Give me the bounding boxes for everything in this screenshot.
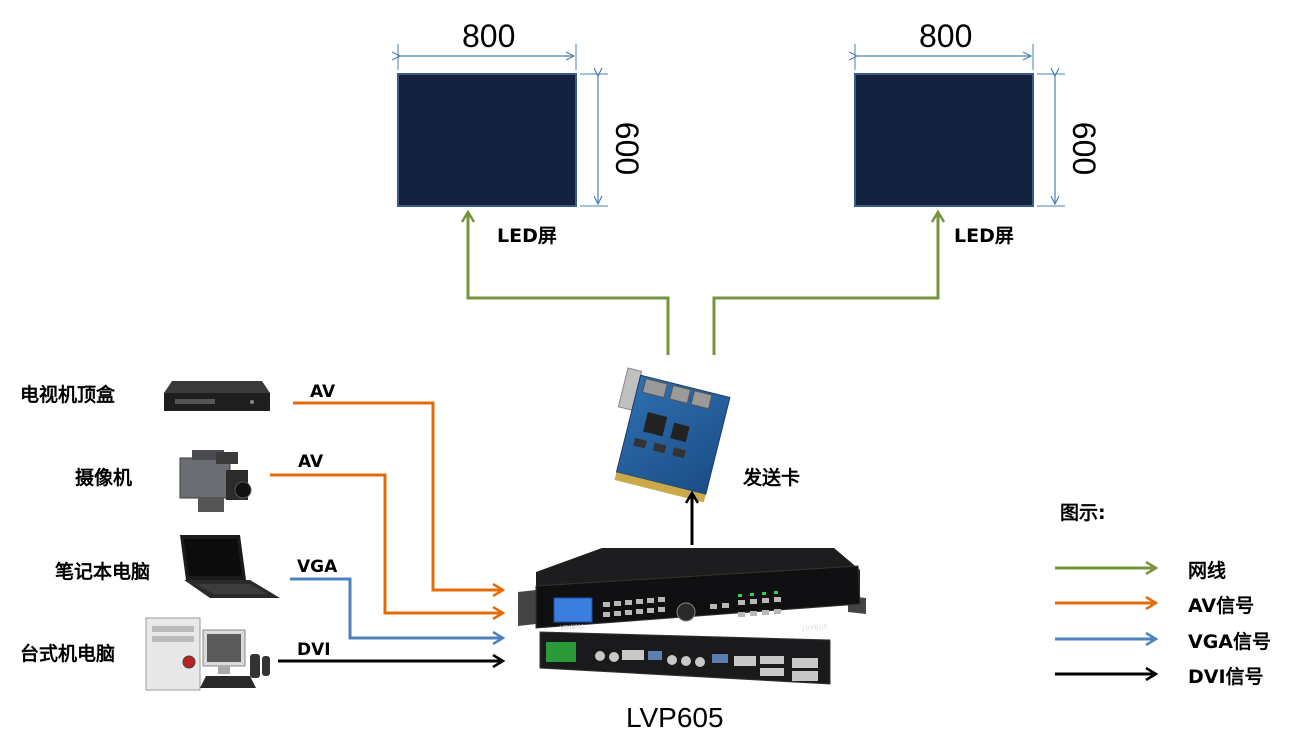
network-cable-lines — [468, 212, 938, 355]
legend-lines — [1055, 568, 1156, 674]
set-top-box-icon — [164, 381, 270, 411]
screen-right-label: LED屏 — [954, 225, 1014, 247]
screen-left-width-label: 800 — [462, 18, 516, 54]
signal-label-av-1: AV — [310, 382, 336, 402]
screen-right-height-label: 600 — [1066, 121, 1103, 176]
screen-left-height-label: 600 — [609, 121, 646, 176]
legend-item-vga: VGA信号 — [1188, 631, 1272, 653]
signal-lines — [270, 401, 503, 661]
source-label-camcorder: 摄像机 — [75, 467, 133, 489]
video-processor-icon — [518, 548, 866, 685]
screen-left-label: LED屏 — [497, 225, 557, 247]
sender-card-label: 发送卡 — [743, 467, 801, 489]
laptop-icon — [180, 535, 280, 598]
led-screen-right — [855, 44, 1065, 207]
source-label-desktop: 台式机电脑 — [20, 643, 116, 665]
led-screen-left — [398, 44, 608, 207]
source-label-set-top-box: 电视机顶盒 — [20, 384, 116, 406]
legend-item-av: AV信号 — [1188, 595, 1255, 617]
sender-card-image — [614, 367, 731, 503]
legend-item-dvi: DVI信号 — [1188, 666, 1264, 688]
legend-item-network: 网线 — [1188, 560, 1227, 582]
legend-title: 图示: — [1060, 502, 1106, 524]
signal-label-vga: VGA — [297, 557, 338, 577]
signal-label-dvi: DVI — [297, 640, 331, 660]
signal-label-av-2: AV — [298, 452, 324, 472]
camcorder-icon — [179, 450, 252, 512]
desktop-computer-icon — [145, 617, 270, 691]
processor-label: LVP605 — [626, 702, 724, 733]
screen-right-width-label: 800 — [919, 18, 973, 54]
source-label-laptop: 笔记本电脑 — [55, 561, 151, 583]
